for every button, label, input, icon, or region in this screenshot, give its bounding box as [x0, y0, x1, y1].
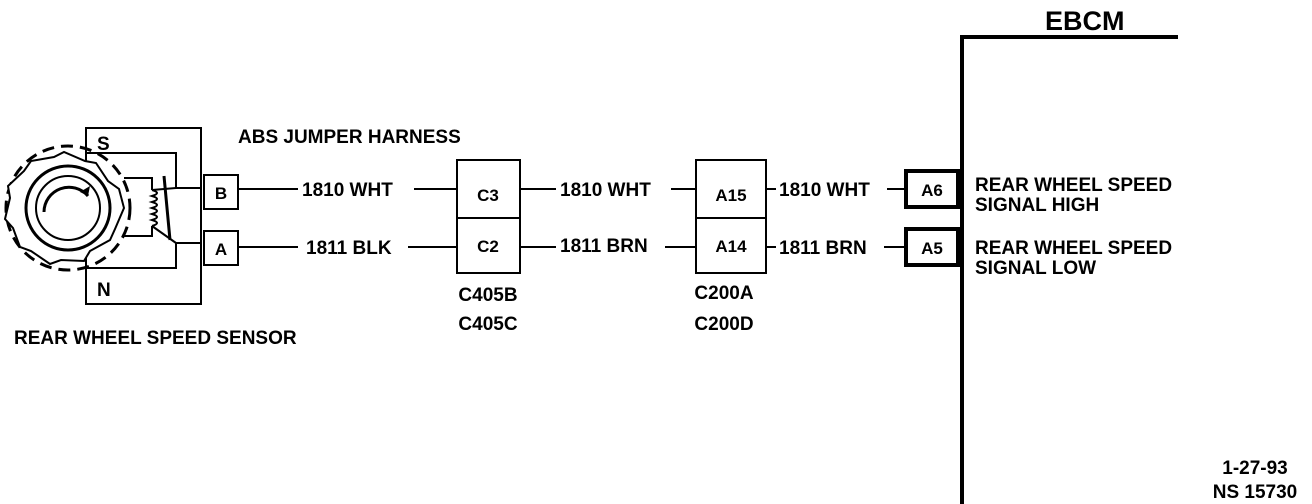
pole-s-label: S	[97, 134, 110, 155]
footer-date: 1-27-93	[1222, 458, 1288, 479]
wire-1811-seg1: 1811 BLK	[306, 238, 392, 259]
connector-c405-body	[456, 159, 521, 274]
sensor-label: REAR WHEEL SPEED SENSOR	[14, 328, 297, 349]
footer-ref: NS 15730	[1213, 482, 1298, 503]
rear-wheel-speed-sensor: S N B A REAR WHEEL SPEED SENSOR	[3, 127, 297, 349]
circuit-low: 1811 BLK 1811 BRN 1811 BRN	[238, 236, 906, 259]
ebcm-module: EBCM	[960, 6, 1178, 504]
signal-low-desc-1: REAR WHEEL SPEED	[975, 238, 1172, 259]
connector-c405b-label: C405B	[458, 285, 517, 306]
signal-high-desc-1: REAR WHEEL SPEED	[975, 175, 1172, 196]
harness-label: ABS JUMPER HARNESS	[238, 127, 461, 148]
ebcm-pin-a6: A6 REAR WHEEL SPEED SIGNAL HIGH	[904, 169, 1172, 216]
signal-high-desc-2: SIGNAL HIGH	[975, 195, 1099, 216]
ebcm-pin-a5: A5 REAR WHEEL SPEED SIGNAL LOW	[904, 227, 1172, 279]
pole-n-label: N	[97, 280, 111, 301]
connector-c200-pin-a14: A14	[715, 237, 747, 256]
connector-c200-pin-a15: A15	[715, 186, 746, 205]
sensor-terminal-a	[203, 230, 239, 266]
tone-wheel-icon	[4, 144, 132, 272]
sensor-terminal-b	[203, 174, 239, 210]
signal-low-desc-2: SIGNAL LOW	[975, 258, 1096, 279]
ebcm-pin-a5-label: A5	[921, 239, 943, 258]
connector-c200-body	[695, 159, 767, 274]
connector-c200d-label: C200D	[694, 314, 753, 335]
wire-1810-seg3: 1810 WHT	[779, 180, 870, 201]
circuit-high: 1810 WHT 1810 WHT 1810 WHT	[238, 180, 906, 201]
sensor-terminal-a-label: A	[215, 240, 227, 259]
connector-c405-pin-c2: C2	[477, 237, 499, 256]
connector-c405: C3 C2 C405B C405C	[456, 159, 521, 335]
wire-1811-seg2: 1811 BRN	[560, 236, 648, 257]
sensor-terminal-b-label: B	[215, 184, 227, 203]
connector-c200: A15 A14 C200A C200D	[694, 159, 767, 335]
wire-1810-seg1: 1810 WHT	[302, 180, 393, 201]
connector-c200a-label: C200A	[694, 283, 753, 304]
connector-c405c-label: C405C	[458, 314, 517, 335]
wire-1811-seg3: 1811 BRN	[779, 238, 867, 259]
connector-c405-pin-c3: C3	[477, 186, 499, 205]
ebcm-pin-a6-label: A6	[921, 181, 943, 200]
wire-1810-seg2: 1810 WHT	[560, 180, 651, 201]
coil-icon	[124, 175, 177, 244]
ebcm-title: EBCM	[1045, 6, 1125, 36]
